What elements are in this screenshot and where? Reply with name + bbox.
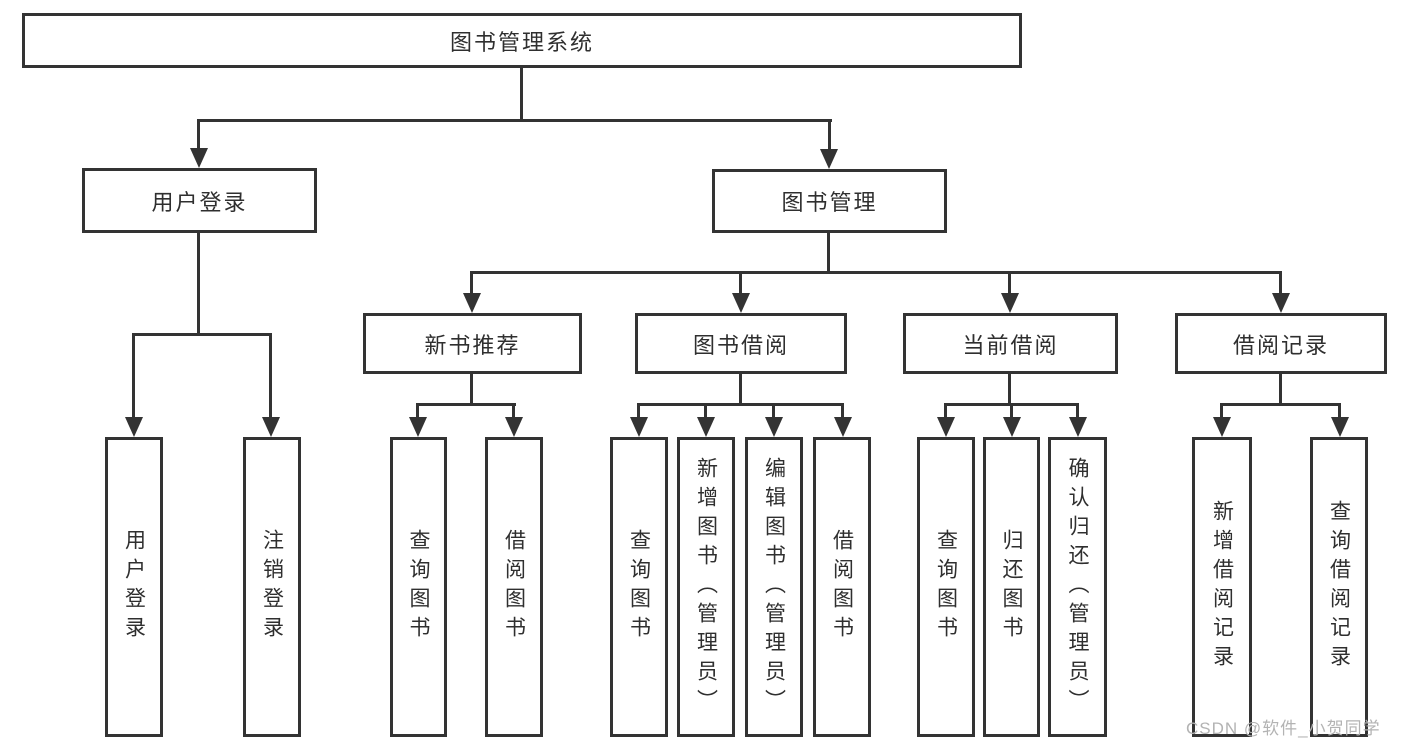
node-new-book-recommend-label: 新书推荐 (424, 332, 521, 358)
node-user-login-label: 用户登录 (151, 189, 248, 215)
leaf-logout: 注销登录 (243, 437, 301, 737)
node-book-management-label: 图书管理 (781, 190, 878, 215)
arrowhead-down-icon (190, 148, 208, 168)
leaf-record-query-borrow-record: 查询借阅记录 (1310, 437, 1368, 737)
arrowhead-down-icon (1069, 417, 1087, 437)
arrowhead-down-icon (820, 149, 838, 169)
connector-line (132, 333, 272, 336)
connector-line (1220, 403, 1223, 421)
connector-line (197, 119, 200, 151)
leaf-logout-label: 注销登录 (260, 529, 284, 645)
leaf-borrow-edit-books-admin: 编辑图书（管理员） (745, 437, 803, 737)
connector-line (637, 403, 844, 406)
node-borrow-records-label: 借阅记录 (1232, 332, 1329, 358)
connector-line (1220, 403, 1341, 406)
leaf-user-login-label: 用户登录 (122, 529, 146, 645)
arrowhead-down-icon (697, 417, 715, 437)
leaf-newbook-borrow-books-label: 借阅图书 (502, 529, 526, 645)
leaf-current-confirm-return-admin: 确认归还（管理员） (1048, 437, 1107, 737)
connector-line (1076, 403, 1079, 421)
node-new-book-recommend: 新书推荐 (363, 313, 582, 374)
connector-line (416, 403, 419, 421)
arrowhead-down-icon (409, 417, 427, 437)
leaf-current-return-books-label: 归还图书 (1000, 529, 1023, 645)
leaf-current-query-books: 查询图书 (917, 437, 975, 737)
csdn-watermark: CSDN @软件_小贺同学 (1186, 719, 1381, 738)
arrowhead-down-icon (630, 417, 648, 437)
node-current-borrow: 当前借阅 (903, 313, 1118, 374)
leaf-newbook-query-books: 查询图书 (390, 437, 447, 737)
leaf-record-query-borrow-record-label: 查询借阅记录 (1327, 500, 1351, 674)
leaf-newbook-borrow-books: 借阅图书 (485, 437, 543, 737)
arrowhead-down-icon (1331, 417, 1349, 437)
leaf-newbook-query-books-label: 查询图书 (407, 529, 430, 645)
connector-line (1279, 374, 1282, 406)
connector-line (520, 68, 523, 120)
node-book-borrow: 图书借阅 (635, 313, 847, 374)
connector-line (470, 271, 473, 296)
connector-line (1008, 271, 1011, 296)
leaf-borrow-edit-books-admin-label: 编辑图书（管理员） (762, 456, 786, 718)
arrowhead-down-icon (505, 417, 523, 437)
arrowhead-down-icon (463, 293, 481, 313)
connector-line (841, 403, 844, 421)
node-root: 图书管理系统 (22, 13, 1022, 68)
node-user-login: 用户登录 (82, 168, 317, 233)
connector-line (827, 233, 830, 274)
connector-line (1279, 271, 1282, 296)
connector-line (269, 333, 272, 419)
node-book-borrow-label: 图书借阅 (692, 332, 789, 358)
arrowhead-down-icon (1001, 293, 1019, 313)
connector-line (1010, 403, 1013, 421)
arrowhead-down-icon (937, 417, 955, 437)
connector-line (470, 271, 1282, 274)
node-borrow-records: 借阅记录 (1175, 313, 1387, 374)
leaf-borrow-query-books: 查询图书 (610, 437, 668, 737)
arrowhead-down-icon (1272, 293, 1290, 313)
arrowhead-down-icon (765, 417, 783, 437)
leaf-borrow-borrow-books: 借阅图书 (813, 437, 871, 737)
connector-line (739, 374, 742, 406)
leaf-current-confirm-return-admin-label: 确认归还（管理员） (1066, 456, 1089, 718)
connector-line (704, 403, 707, 421)
arrowhead-down-icon (1213, 417, 1231, 437)
connector-line (197, 233, 200, 336)
connector-line (197, 119, 832, 122)
leaf-user-login: 用户登录 (105, 437, 163, 737)
leaf-current-query-books-label: 查询图书 (934, 529, 958, 645)
connector-line (637, 403, 640, 421)
leaf-record-add-borrow-record: 新增借阅记录 (1192, 437, 1252, 737)
connector-line (1008, 374, 1011, 406)
leaf-borrow-add-books-admin-label: 新增图书（管理员） (694, 456, 718, 718)
leaf-borrow-add-books-admin: 新增图书（管理员） (677, 437, 735, 737)
connector-line (828, 119, 831, 151)
arrowhead-down-icon (262, 417, 280, 437)
connector-line (1338, 403, 1341, 421)
arrowhead-down-icon (732, 293, 750, 313)
connector-line (772, 403, 775, 421)
connector-line (470, 374, 473, 406)
arrowhead-down-icon (125, 417, 143, 437)
arrowhead-down-icon (834, 417, 852, 437)
node-current-borrow-label: 当前借阅 (962, 332, 1059, 358)
leaf-borrow-query-books-label: 查询图书 (627, 529, 651, 645)
connector-line (739, 271, 742, 296)
leaf-borrow-borrow-books-label: 借阅图书 (830, 529, 854, 645)
arrowhead-down-icon (1003, 417, 1021, 437)
connector-line (416, 403, 516, 406)
node-root-label: 图书管理系统 (449, 29, 594, 55)
connector-line (944, 403, 947, 421)
connector-line (132, 333, 135, 419)
node-book-management: 图书管理 (712, 169, 947, 233)
leaf-record-add-borrow-record-label: 新增借阅记录 (1210, 500, 1234, 674)
connector-line (512, 403, 515, 421)
leaf-current-return-books: 归还图书 (983, 437, 1040, 737)
